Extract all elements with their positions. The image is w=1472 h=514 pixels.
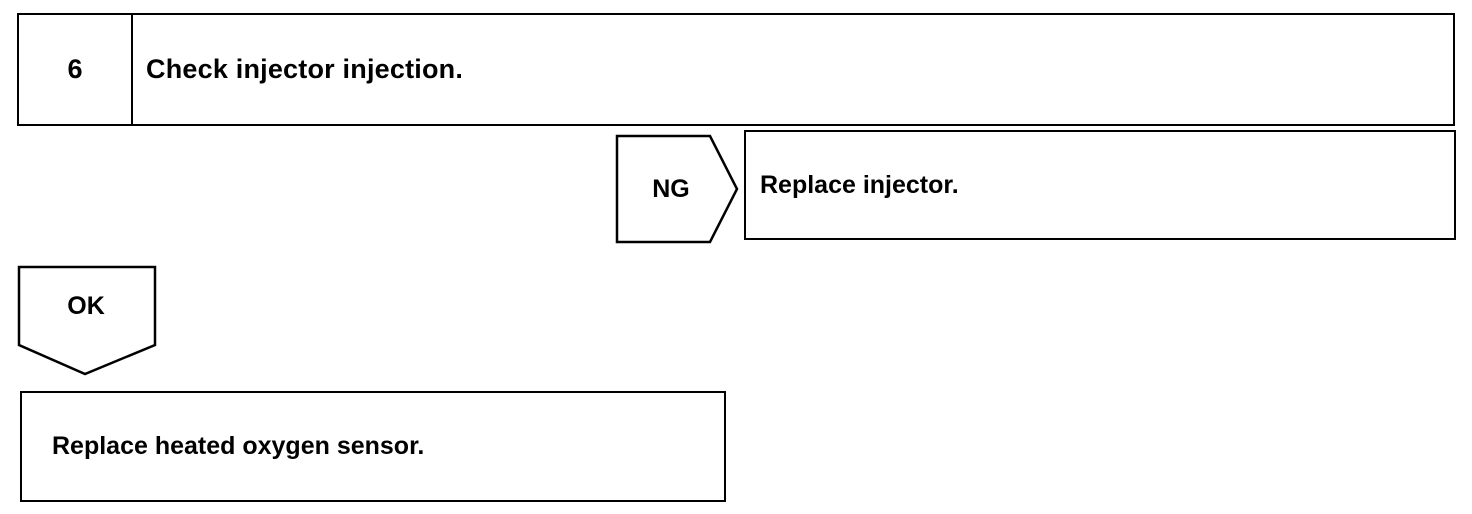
ok-action-box: Replace heated oxygen sensor.	[20, 391, 726, 502]
ok-label: OK	[67, 291, 105, 320]
ok-arrow-shape	[17, 265, 157, 376]
step-title: Check injector injection.	[146, 54, 464, 84]
ng-arrow-shape	[615, 134, 739, 244]
step-number: 6	[19, 15, 133, 124]
ok-action-text: Replace heated oxygen sensor.	[52, 432, 425, 460]
ng-action-box: Replace injector.	[744, 130, 1456, 240]
ng-label: NG	[652, 174, 690, 203]
step-box: 6 Check injector injection.	[17, 13, 1455, 126]
ng-action-text: Replace injector.	[760, 170, 959, 199]
